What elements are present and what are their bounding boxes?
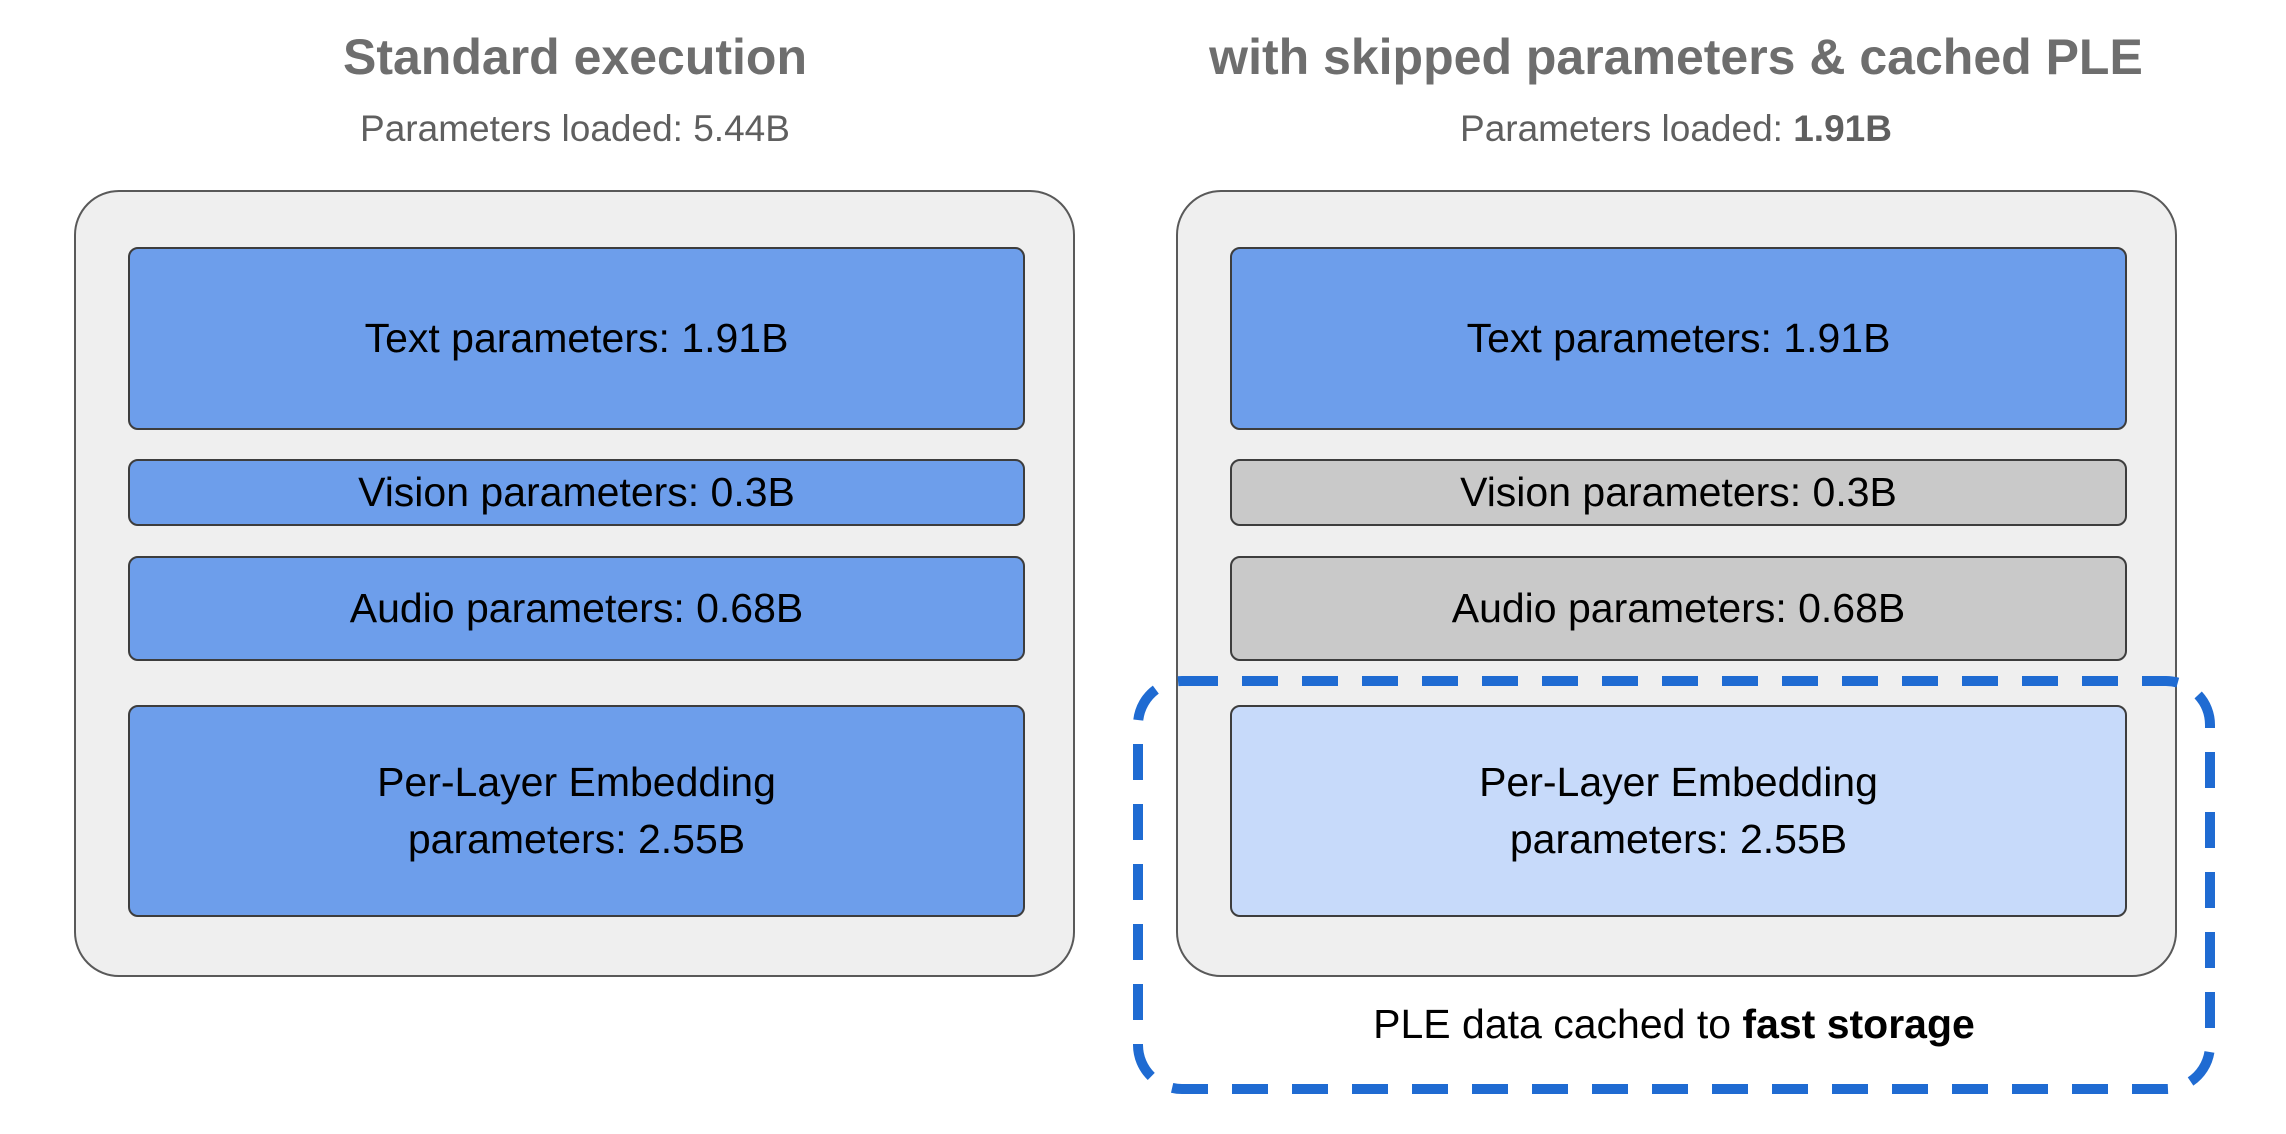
ple-cache-caption: PLE data cached to fast storage <box>1133 998 2215 1050</box>
ple-cache-caption-bold: fast storage <box>1742 1001 1975 1047</box>
right-ple-parameters-box: Per-Layer Embedding parameters: 2.55B <box>1230 705 2127 917</box>
left-vision-parameters-box: Vision parameters: 0.3B <box>128 459 1025 526</box>
right-model-container: Text parameters: 1.91B Vision parameters… <box>1176 190 2177 977</box>
ple-cache-caption-prefix: PLE data cached to <box>1373 1001 1743 1047</box>
right-subtitle-value: 1.91B <box>1793 108 1892 149</box>
left-panel-title: Standard execution <box>343 29 807 85</box>
right-panel-subtitle: Parameters loaded: 1.91B <box>1124 106 2228 152</box>
left-subtitle-value: 5.44B <box>693 108 790 149</box>
left-subtitle-prefix: Parameters loaded: <box>360 108 694 149</box>
right-audio-parameters-box: Audio parameters: 0.68B <box>1230 556 2127 661</box>
right-panel-title: with skipped parameters & cached PLE <box>1209 29 2143 85</box>
left-model-container: Text parameters: 1.91B Vision parameters… <box>74 190 1075 977</box>
right-subtitle-prefix: Parameters loaded: <box>1460 108 1794 149</box>
right-text-parameters-box: Text parameters: 1.91B <box>1230 247 2127 430</box>
left-panel-subtitle: Parameters loaded: 5.44B <box>0 106 1150 152</box>
left-text-parameters-box: Text parameters: 1.91B <box>128 247 1025 430</box>
left-ple-parameters-box: Per-Layer Embedding parameters: 2.55B <box>128 705 1025 917</box>
right-vision-parameters-box: Vision parameters: 0.3B <box>1230 459 2127 526</box>
left-audio-parameters-box: Audio parameters: 0.68B <box>128 556 1025 661</box>
